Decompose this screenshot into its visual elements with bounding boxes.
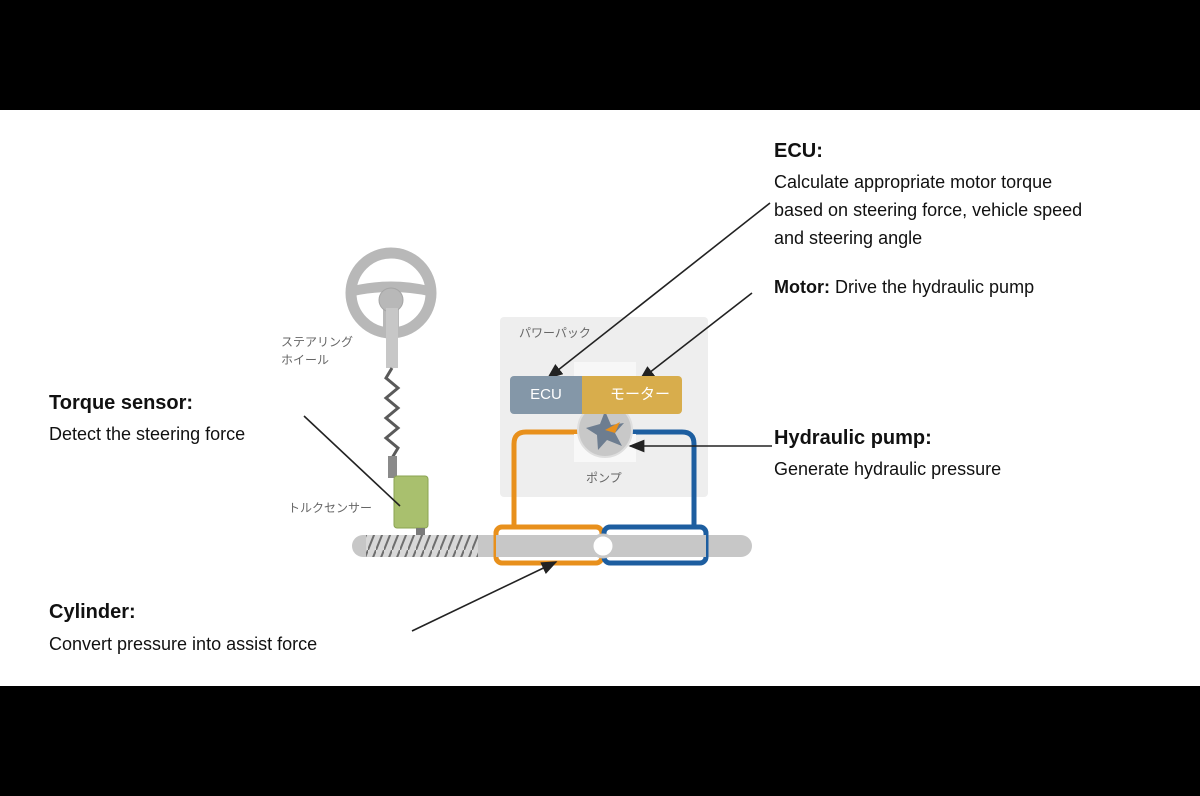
motor-leader-line — [638, 292, 753, 381]
cylinder-heading: Cylinder: — [49, 601, 136, 623]
torque-sensor-leader-line — [303, 415, 401, 507]
steering-column — [383, 308, 401, 478]
steering-wheel-label-line-2: ホイール — [281, 353, 330, 367]
torque-sensor-heading: Torque sensor: — [49, 392, 194, 414]
orange-pressure-line — [511, 429, 578, 527]
motor-description: Drive the hydraulic pump — [829, 277, 1035, 297]
power-steering-diagram — [303, 202, 772, 632]
ecu-description-line-2: based on steering force, vehicle speed — [774, 200, 1083, 220]
cylinder-leader-line — [411, 561, 558, 632]
ecu-box — [510, 376, 582, 414]
ecu-connector-block — [574, 362, 636, 380]
ecu-leader-line — [546, 202, 771, 379]
diagram-stage: ECU モーター パワーパック ステアリング ホイール ポンプ トルクセンサー … — [0, 110, 1200, 686]
torque-sensor-label-jp: トルクセンサー — [288, 501, 373, 515]
ecu-description-line-3: and steering angle — [774, 228, 923, 248]
ecu-heading: ECU: — [774, 140, 823, 162]
pump-label: ポンプ — [586, 471, 622, 485]
motor-heading: Motor: — [774, 277, 830, 297]
pump-icon — [574, 402, 636, 462]
torque-sensor-block — [393, 475, 429, 529]
hydraulic-pump-heading: Hydraulic pump: — [774, 427, 932, 449]
steering-wheel-label-line-1: ステアリング — [281, 335, 354, 349]
ecu-description-line-1: Calculate appropriate motor torque — [774, 172, 1053, 192]
hydraulic-pump-description: Generate hydraulic pressure — [774, 459, 1002, 479]
torque-sensor-description: Detect the steering force — [49, 424, 246, 444]
power-pack-label: パワーパック — [519, 326, 591, 340]
blue-pressure-line — [632, 429, 697, 527]
motor-box-label: モーター — [609, 386, 670, 403]
ecu-box-label: ECU — [530, 386, 562, 403]
hydraulic-cylinder — [493, 524, 709, 566]
motor-box — [582, 376, 682, 414]
leader-lines — [303, 202, 772, 632]
cylinder-description: Convert pressure into assist force — [49, 634, 318, 654]
motor-callout: Motor: Drive the hydraulic pump — [774, 273, 1034, 301]
